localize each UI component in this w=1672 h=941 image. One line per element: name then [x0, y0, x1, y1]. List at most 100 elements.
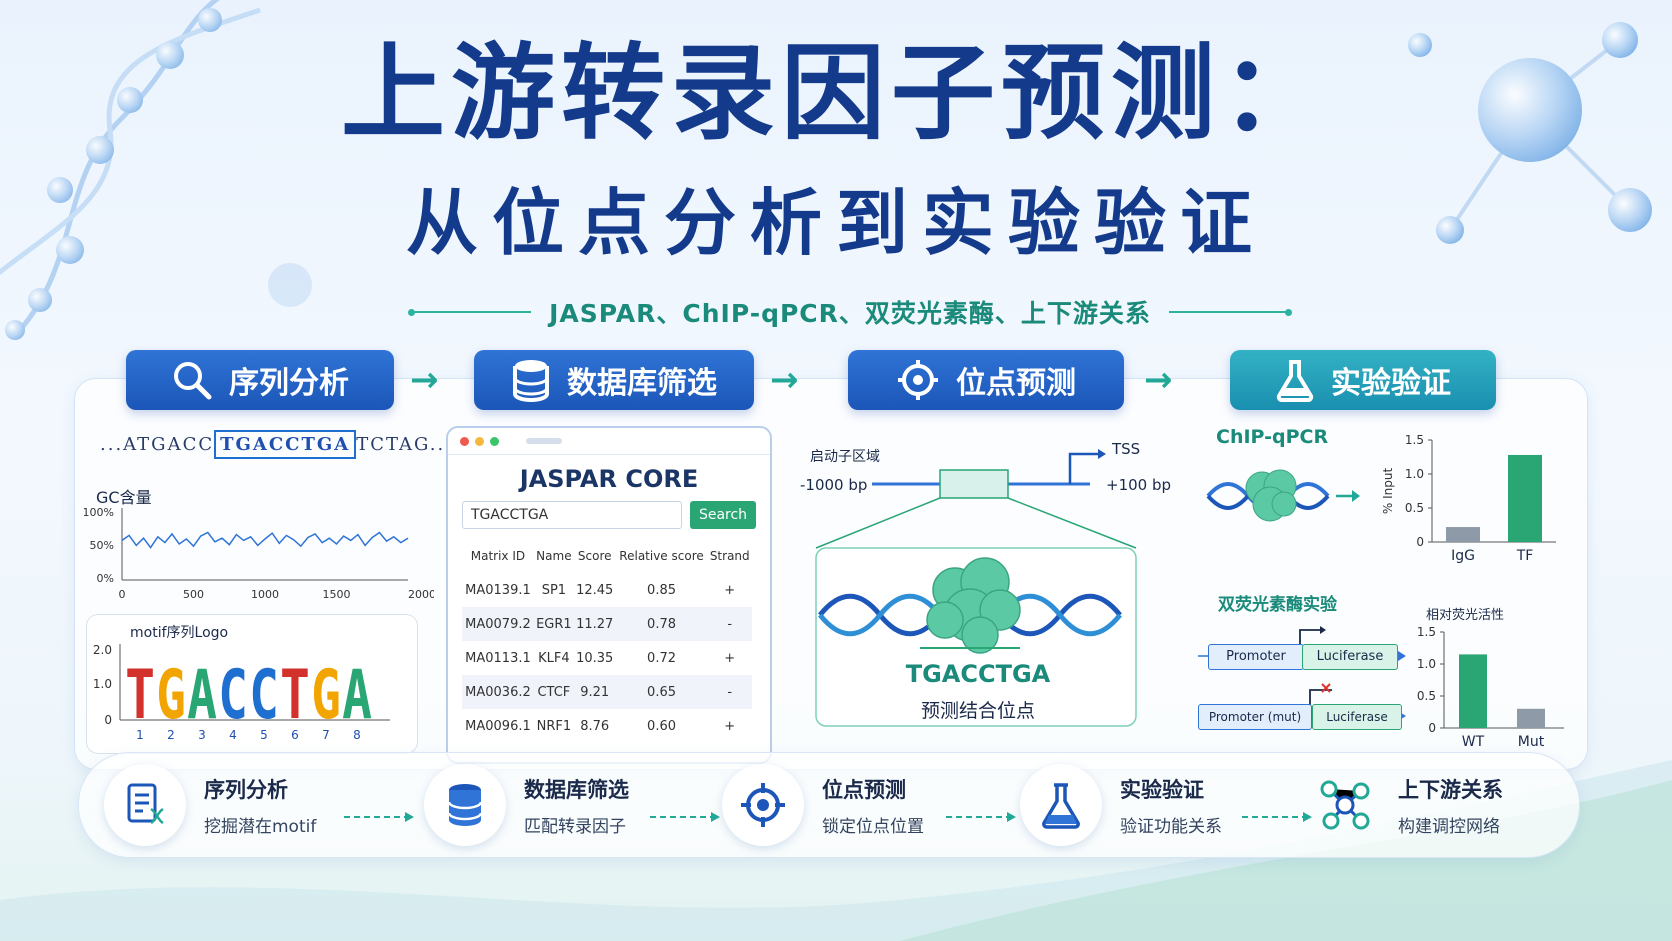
logo-position: 7 [322, 728, 330, 742]
left-bp-label: -1000 bp [800, 476, 868, 494]
flow-dashed-arrow [344, 812, 414, 822]
table-cell: EGR1 [533, 607, 574, 641]
flow-step-sequence: 序列分析挖掘潜在motif [104, 762, 316, 848]
logo-letter: C [249, 656, 279, 735]
bar-y-tick: 1.5 [1417, 625, 1436, 639]
table-cell: 10.35 [576, 650, 614, 666]
bar-category-label: IgG [1451, 548, 1475, 564]
database-icon [513, 360, 549, 402]
luciferase-ylabel: 相对荧光活性 [1426, 608, 1505, 623]
logo-y-tick: 2.0 [93, 643, 112, 657]
table-cell: + [724, 718, 736, 734]
logo-letter: C [218, 656, 248, 735]
chip-schematic [1206, 469, 1360, 522]
promoter-diagram [815, 449, 1137, 727]
window-minimize-icon[interactable] [475, 437, 484, 446]
logo-letter: G [311, 656, 341, 735]
gc-chart-title: GC含量 [96, 488, 152, 507]
flow-step-desc: 验证功能关系 [1120, 816, 1222, 837]
logo-letter: A [342, 656, 372, 735]
luciferase-box: Luciferase [1312, 704, 1402, 730]
gc-line-series [121, 531, 409, 549]
divider-right [1168, 308, 1292, 316]
flow-step-title: 位点预测 [822, 777, 906, 802]
flow-step-database: 数据库筛选匹配转录因子 [424, 762, 629, 848]
flow-step-title: 实验验证 [1120, 777, 1204, 802]
search-button[interactable]: Search [690, 501, 756, 529]
logo-position: 8 [353, 728, 361, 742]
flow-step-title: 数据库筛选 [524, 777, 629, 802]
gc-y-tick: 50% [90, 539, 114, 552]
table-cell: 0.60 [647, 718, 676, 734]
promoter-region-label: 启动子区域 [810, 449, 880, 465]
flow-arrow: → [410, 360, 439, 400]
motif-logo-card [86, 614, 418, 754]
flask-icon [1276, 360, 1314, 402]
table-cell: + [724, 650, 736, 666]
table-cell: 0.78 [615, 607, 708, 641]
gc-x-tick: 1500 [323, 588, 351, 601]
bar-category-label: WT [1462, 734, 1485, 750]
table-header-cell: Score [577, 549, 612, 563]
step-header-sequence: 序列分析 [126, 350, 394, 410]
keyword-line: JASPAR、ChIP-qPCR、双荧光素酶、上下游关系 [380, 294, 1320, 330]
luciferase-box: Luciferase [1302, 644, 1398, 670]
workflow-summary-bar [78, 752, 1580, 858]
table-cell: KLF4 [538, 650, 570, 666]
flow-step-desc: 匹配转录因子 [524, 816, 626, 837]
flow-dashed-arrow [946, 812, 1016, 822]
flow-step-experiment: 实验验证验证功能关系 [1020, 762, 1222, 848]
table-cell: 8.76 [580, 718, 610, 734]
flow-arrow: → [770, 360, 799, 400]
search-icon [174, 362, 212, 400]
gc-y-tick: 0% [97, 572, 114, 585]
table-cell: 9.21 [573, 675, 616, 709]
flow-step-title: 上下游关系 [1398, 777, 1503, 802]
step-header-site: 位点预测 [848, 350, 1124, 410]
logo-position: 5 [260, 728, 268, 742]
flow-arrow: → [1144, 360, 1173, 400]
transcription-factor-protein [926, 557, 1021, 654]
bar [1517, 708, 1545, 728]
table-cell: MA0096.1 [465, 718, 531, 734]
promoter-box: Promoter [1208, 644, 1304, 670]
target-icon [898, 360, 938, 400]
window-maximize-icon[interactable] [490, 437, 499, 446]
binding-site-label: 预测结合位点 [920, 700, 1035, 722]
tss-label: TSS [1112, 440, 1141, 458]
bar [1446, 527, 1480, 542]
logo-letter: T [280, 656, 310, 735]
logo-position: 4 [229, 728, 237, 742]
seq-motif-highlight: TGACCTGA [214, 430, 357, 459]
table-cell: 12.45 [576, 582, 614, 598]
bar-category-label: TF [1516, 548, 1534, 564]
gc-x-tick: 500 [183, 588, 204, 601]
logo-letter: A [187, 656, 217, 735]
bar-y-label: % Input [1381, 468, 1395, 515]
table-cell: 0.72 [647, 650, 676, 666]
seq-suffix: TCTAG... [356, 434, 453, 455]
logo-y-tick: 1.0 [93, 677, 112, 691]
step-label: 数据库筛选 [567, 366, 717, 401]
flask-icon [1020, 764, 1102, 846]
database-icon [424, 764, 506, 846]
table-cell: CTCF [533, 675, 574, 709]
flow-dashed-arrow [1242, 812, 1312, 822]
table-cell: - [707, 607, 752, 641]
sequence-search-input[interactable]: TGACCTGA [462, 501, 682, 529]
keywords-text: JASPAR、ChIP-qPCR、双荧光素酶、上下游关系 [549, 299, 1151, 328]
binding-motif: TGACCTGA [905, 660, 1051, 688]
table-cell: SP1 [541, 582, 567, 598]
window-close-icon[interactable] [460, 437, 469, 446]
flow-step-title: 序列分析 [204, 777, 288, 802]
